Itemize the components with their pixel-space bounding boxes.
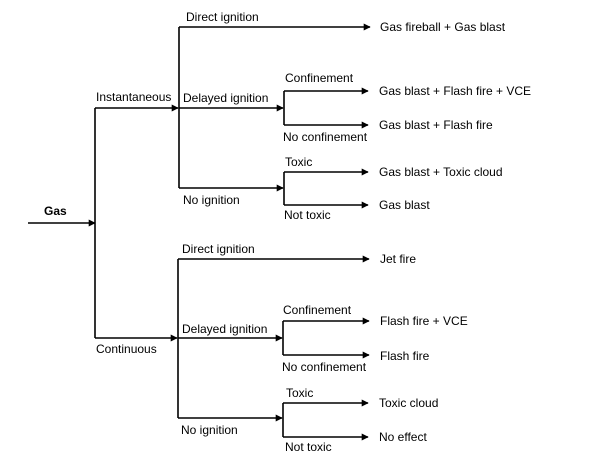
inst-confinement-label: Confinement [285,71,354,85]
outcome-gas-blast: Gas blast [379,198,430,212]
cont-confinement-label: Confinement [283,303,352,317]
outcome-jet-fire: Jet fire [380,252,417,266]
cont-no-ignition-label: No ignition [181,423,238,437]
inst-delayed-ignition-label: Delayed ignition [183,91,269,105]
branch-label-continuous: Continuous [96,342,157,356]
inst-direct-ignition-label: Direct ignition [186,10,259,24]
inst-toxic-label: Toxic [285,155,313,169]
cont-delayed-ignition-label: Delayed ignition [182,322,268,336]
inst-not-toxic-label: Not toxic [284,208,331,222]
cont-not-toxic-label: Not toxic [285,440,332,454]
root-label: Gas [44,204,67,218]
outcome-flash-fire: Flash fire [380,349,430,363]
outcome-flash-fire-vce: Flash fire + VCE [380,314,468,328]
branch-label-instantaneous: Instantaneous [96,90,172,104]
outcome-gas-blast-flash-fire: Gas blast + Flash fire [379,118,493,132]
cont-toxic-label: Toxic [286,386,314,400]
outcome-gas-blast-toxic-cloud: Gas blast + Toxic cloud [379,165,503,179]
cont-no-confinement-label: No confinement [282,360,367,374]
inst-no-confinement-label: No confinement [283,130,368,144]
cont-direct-ignition-label: Direct ignition [182,242,255,256]
outcome-gas-fireball-gas-blast: Gas fireball + Gas blast [380,20,506,34]
inst-no-ignition-label: No ignition [183,193,240,207]
outcome-gas-blast-flash-fire-vce: Gas blast + Flash fire + VCE [379,84,532,98]
outcome-toxic-cloud: Toxic cloud [379,396,439,410]
outcome-no-effect: No effect [379,430,427,444]
